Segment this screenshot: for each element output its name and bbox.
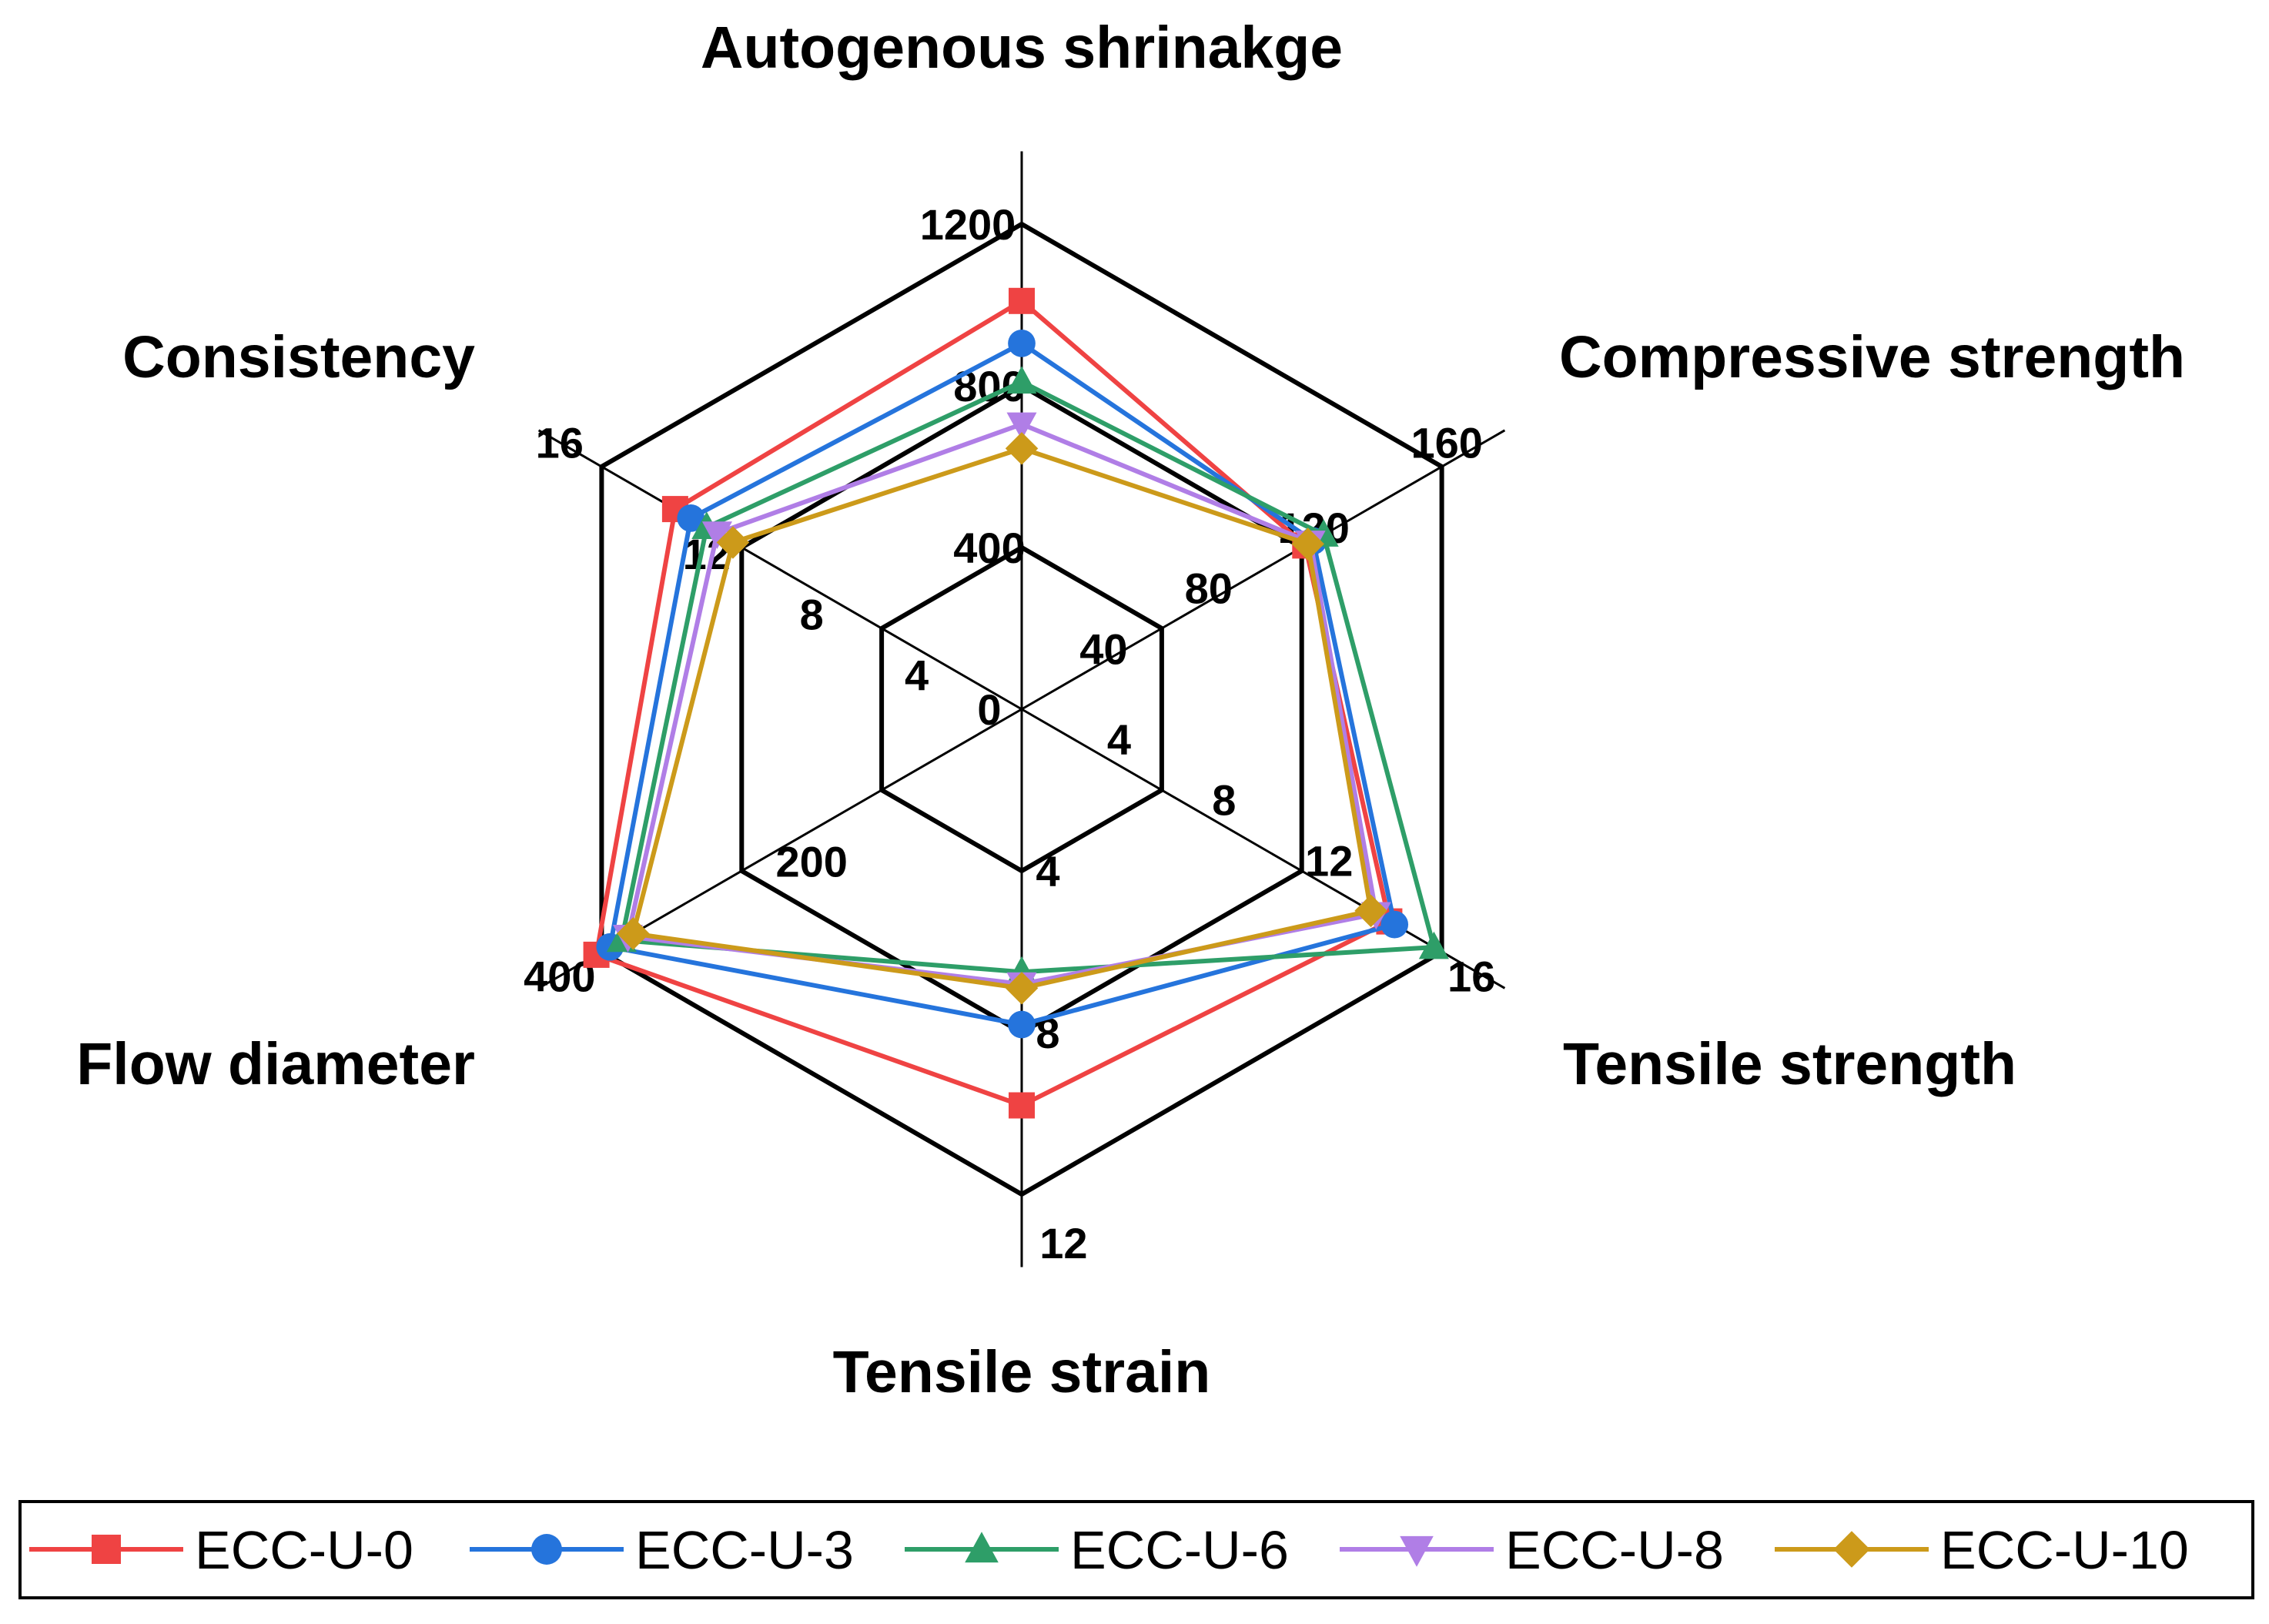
- tick-consistency-4: 4: [905, 651, 929, 699]
- axis-line-compressive-strength: [1021, 429, 1506, 711]
- tick-consistency-8: 8: [800, 591, 824, 639]
- point-ecc-u-10-tensile-strain: [1005, 972, 1039, 1005]
- axis-line-tensile-strength: [1021, 708, 1506, 989]
- tick-autogenous-shrinakge-400: 400: [953, 524, 1025, 572]
- axis-title-compressive-strength: Compressive strength: [1559, 324, 2185, 390]
- series-ecc-u-10: [617, 432, 1387, 1005]
- point-ecc-u-3-autogenous-shrinakge: [1008, 330, 1036, 357]
- point-ecc-u-10-consistency: [716, 526, 750, 559]
- tick-flow-diameter-200: 200: [775, 838, 847, 886]
- point-ecc-u-10-tensile-strength: [1354, 894, 1387, 928]
- legend-label-ecc-u-0: ECC-U-0: [195, 1520, 413, 1580]
- legend-label-ecc-u-10: ECC-U-10: [1940, 1520, 2189, 1580]
- series-layer: [583, 287, 1449, 1119]
- tick-compressive-strength-40: 40: [1079, 624, 1127, 673]
- axis-title-tensile-strength: Tensile strength: [1563, 1031, 2016, 1097]
- legend-item-ecc-u-0: ECC-U-0: [29, 1520, 413, 1580]
- point-ecc-u-10-autogenous-shrinakge: [1005, 432, 1039, 465]
- point-ecc-u-10-flow-diameter: [617, 917, 650, 950]
- legend-marker-ecc-u-10: [1833, 1531, 1870, 1568]
- point-ecc-u-3-consistency: [677, 504, 705, 532]
- legend-item-ecc-u-10: ECC-U-10: [1775, 1520, 2189, 1580]
- series-line-ecc-u-3: [607, 340, 1397, 1027]
- legend-marker-ecc-u-0: [92, 1535, 121, 1564]
- point-ecc-u-6-tensile-strength: [1418, 931, 1449, 959]
- tick-tensile-strain-4: 4: [1036, 847, 1059, 896]
- axis-title-flow-diameter: Flow diameter: [76, 1031, 475, 1097]
- axis-line-consistency: [537, 429, 1022, 711]
- point-ecc-u-8-consistency: [701, 521, 732, 549]
- point-ecc-u-6-autogenous-shrinakge: [1006, 366, 1037, 394]
- legend-marker-ecc-u-6: [965, 1532, 999, 1563]
- tick-autogenous-shrinakge-0: 0: [977, 685, 1001, 734]
- tick-compressive-strength-80: 80: [1185, 564, 1233, 613]
- tick-autogenous-shrinakge-1200: 1200: [920, 200, 1016, 249]
- tick-compressive-strength-160: 160: [1411, 419, 1482, 467]
- tick-consistency-16: 16: [536, 419, 584, 467]
- series-ecc-u-8: [613, 412, 1391, 1000]
- legend-label-ecc-u-8: ECC-U-8: [1505, 1520, 1724, 1580]
- tick-tensile-strength-16: 16: [1447, 953, 1495, 1001]
- tick-tensile-strain-12: 12: [1039, 1219, 1087, 1267]
- point-ecc-u-8-autogenous-shrinakge: [1006, 412, 1037, 440]
- point-ecc-u-0-autogenous-shrinakge: [1009, 287, 1035, 314]
- legend-item-ecc-u-8: ECC-U-8: [1340, 1520, 1724, 1580]
- legend-label-ecc-u-6: ECC-U-6: [1070, 1520, 1289, 1580]
- legend-marker-ecc-u-8: [1400, 1535, 1434, 1567]
- tick-tensile-strength-8: 8: [1212, 776, 1236, 825]
- legend: ECC-U-0 ECC-U-3 ECC-U-6 ECC-U-8 ECC-U-10: [18, 1500, 2254, 1599]
- axis-title-consistency: Consistency: [122, 324, 475, 390]
- tick-tensile-strength-12: 12: [1305, 836, 1353, 885]
- tick-tensile-strength-4: 4: [1107, 715, 1131, 764]
- point-ecc-u-10-compressive-strength: [1291, 527, 1324, 561]
- point-ecc-u-3-tensile-strain: [1008, 1010, 1036, 1039]
- legend-item-ecc-u-3: ECC-U-3: [470, 1520, 854, 1580]
- point-ecc-u-3-tensile-strength: [1380, 910, 1409, 939]
- legend-item-ecc-u-6: ECC-U-6: [905, 1520, 1289, 1580]
- axis-title-tensile-strain: Tensile strain: [833, 1339, 1211, 1405]
- legend-marker-ecc-u-3: [531, 1534, 562, 1565]
- axis-title-autogenous-shrinakge: Autogenous shrinakge: [701, 15, 1343, 81]
- legend-label-ecc-u-3: ECC-U-3: [635, 1520, 854, 1580]
- point-ecc-u-0-tensile-strain: [1009, 1092, 1035, 1119]
